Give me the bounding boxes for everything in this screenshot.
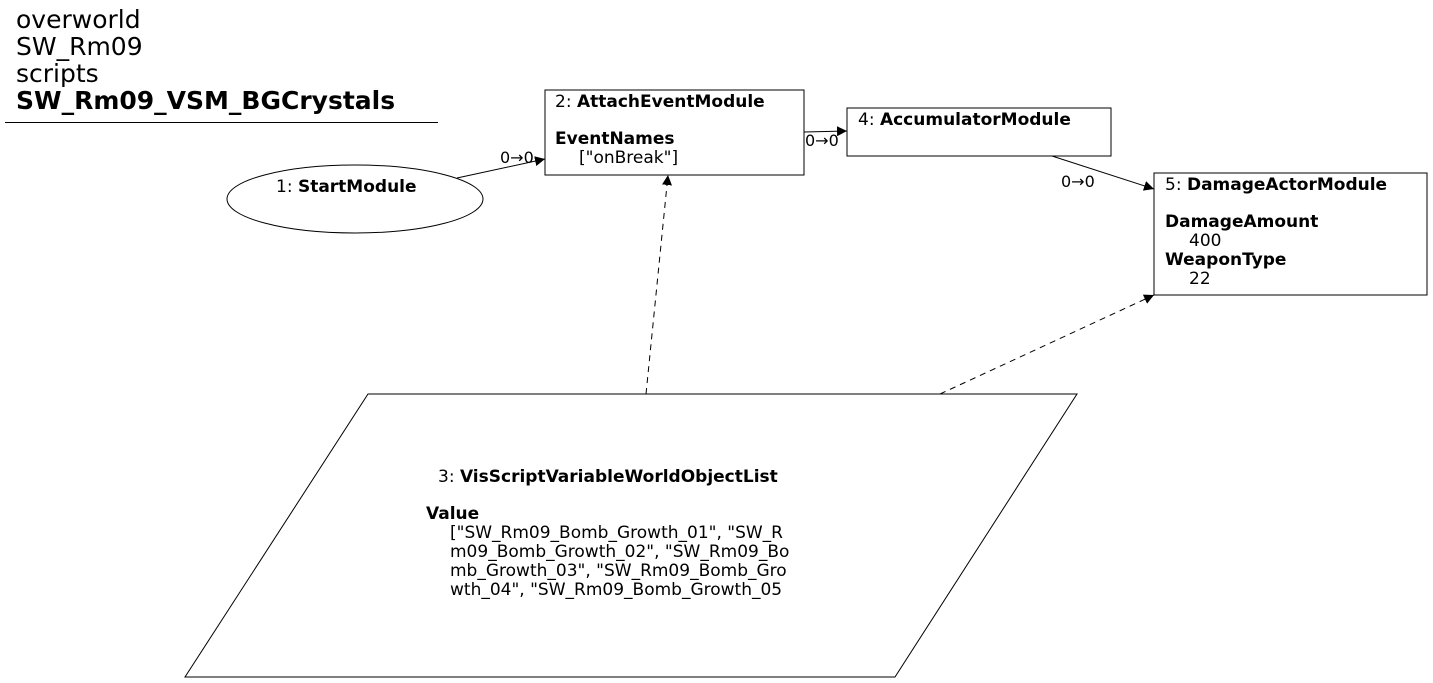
node-5-label: 5: DamageActorModule DamageAmount 400 We… xyxy=(1165,176,1387,289)
node-4-id: 4: xyxy=(858,110,875,130)
node-4-name: AccumulatorModule xyxy=(879,110,1071,130)
edge-1-to-2 xyxy=(456,156,546,179)
node-2-label: 2: AttachEventModule EventNames ["onBrea… xyxy=(555,93,765,168)
node-2-value-eventnames: ["onBreak"] xyxy=(579,148,679,168)
node-4-label: 4: AccumulatorModule xyxy=(858,111,1071,130)
edge-1-to-2-label: 0→0 xyxy=(500,148,534,167)
node-5-shape[interactable] xyxy=(1153,172,1428,296)
node-3-id: 3: xyxy=(438,467,455,487)
node-2-prop-eventnames: EventNames xyxy=(555,129,675,149)
node-1-label: 1: StartModule xyxy=(276,178,417,197)
node-5-name: DamageActorModule xyxy=(1186,175,1388,195)
node-2-shape[interactable] xyxy=(544,89,805,176)
node-1-name: StartModule xyxy=(297,177,417,197)
node-3-value-line: wth_04", "SW_Rm09_Bomb_Growth_05 xyxy=(450,580,783,600)
node-3-body: Value ["SW_Rm09_Bomb_Growth_01", "SW_R m… xyxy=(426,505,789,600)
header-underline xyxy=(5,122,438,123)
node-3-prop-value: Value xyxy=(426,504,480,524)
node-1-id: 1: xyxy=(276,177,293,197)
node-1-shape[interactable] xyxy=(226,164,484,234)
node-2-id: 2: xyxy=(555,92,572,112)
node-2-name: AttachEventModule xyxy=(576,92,765,112)
node-5-value-weapontype: 22 xyxy=(1189,269,1211,289)
header-line-scripts: scripts xyxy=(16,59,99,88)
node-3-name: VisScriptVariableWorldObjectList xyxy=(459,467,778,487)
graph-header: overworld SW_Rm09 scripts SW_Rm09_VSM_BG… xyxy=(16,6,395,114)
node-5-prop-weapontype: WeaponType xyxy=(1165,250,1287,270)
node-3-shape[interactable] xyxy=(184,393,1078,678)
node-3-value-line: m09_Bomb_Growth_02", "SW_Rm09_Bo xyxy=(450,542,790,562)
node-3-value-line: ["SW_Rm09_Bomb_Growth_01", "SW_R xyxy=(450,523,783,543)
edge-2-to-4 xyxy=(803,126,848,137)
header-line-overworld: overworld xyxy=(16,5,141,34)
node-5-value-damageamount: 400 xyxy=(1189,231,1222,251)
node-5-prop-damageamount: DamageAmount xyxy=(1165,212,1319,232)
edge-3-to-2 xyxy=(645,174,672,395)
node-4-shape[interactable] xyxy=(846,107,1112,157)
graph-title: SW_Rm09_VSM_BGCrystals xyxy=(16,86,396,115)
edge-4-to-5-label: 0→0 xyxy=(1061,172,1095,191)
edge-4-to-5 xyxy=(1051,155,1155,191)
header-line-room: SW_Rm09 xyxy=(16,32,143,61)
node-5-id: 5: xyxy=(1165,175,1182,195)
edge-3-to-5 xyxy=(939,294,1155,395)
node-3-title: 3: VisScriptVariableWorldObjectList xyxy=(438,468,778,487)
edge-2-to-4-label: 0→0 xyxy=(805,131,839,150)
node-3-value-line: mb_Growth_03", "SW_Rm09_Bomb_Gro xyxy=(450,561,787,581)
